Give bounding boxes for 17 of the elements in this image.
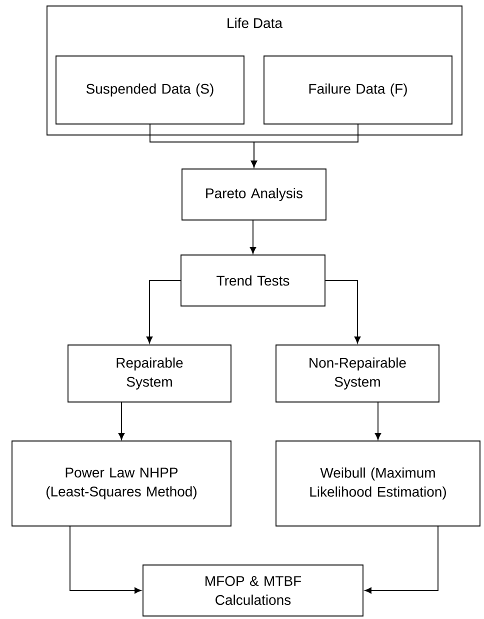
arrow (374, 402, 382, 440)
process-box: Trend Tests (180, 254, 326, 306)
arrow (70, 526, 142, 594)
arrow (146, 280, 181, 344)
arrow (118, 402, 125, 440)
process-box: Weibull (Maximum Likelihood Estimation) (276, 440, 480, 526)
process-box: MFOP & MTBF Calculations (142, 564, 364, 616)
arrow (250, 220, 256, 254)
process-box: Suspended Data (S) (56, 56, 244, 124)
process-box: Pareto Analysis (182, 168, 326, 220)
process-box: Non-Repairable System (276, 344, 440, 402)
process-box: Power Law NHPP (Least-Squares Method) (12, 440, 232, 526)
arrow (325, 280, 361, 344)
process-box: Repairable System (68, 344, 232, 402)
arrow (250, 124, 358, 168)
process-box: Failure Data (F) (264, 56, 452, 124)
arrow (364, 526, 438, 594)
